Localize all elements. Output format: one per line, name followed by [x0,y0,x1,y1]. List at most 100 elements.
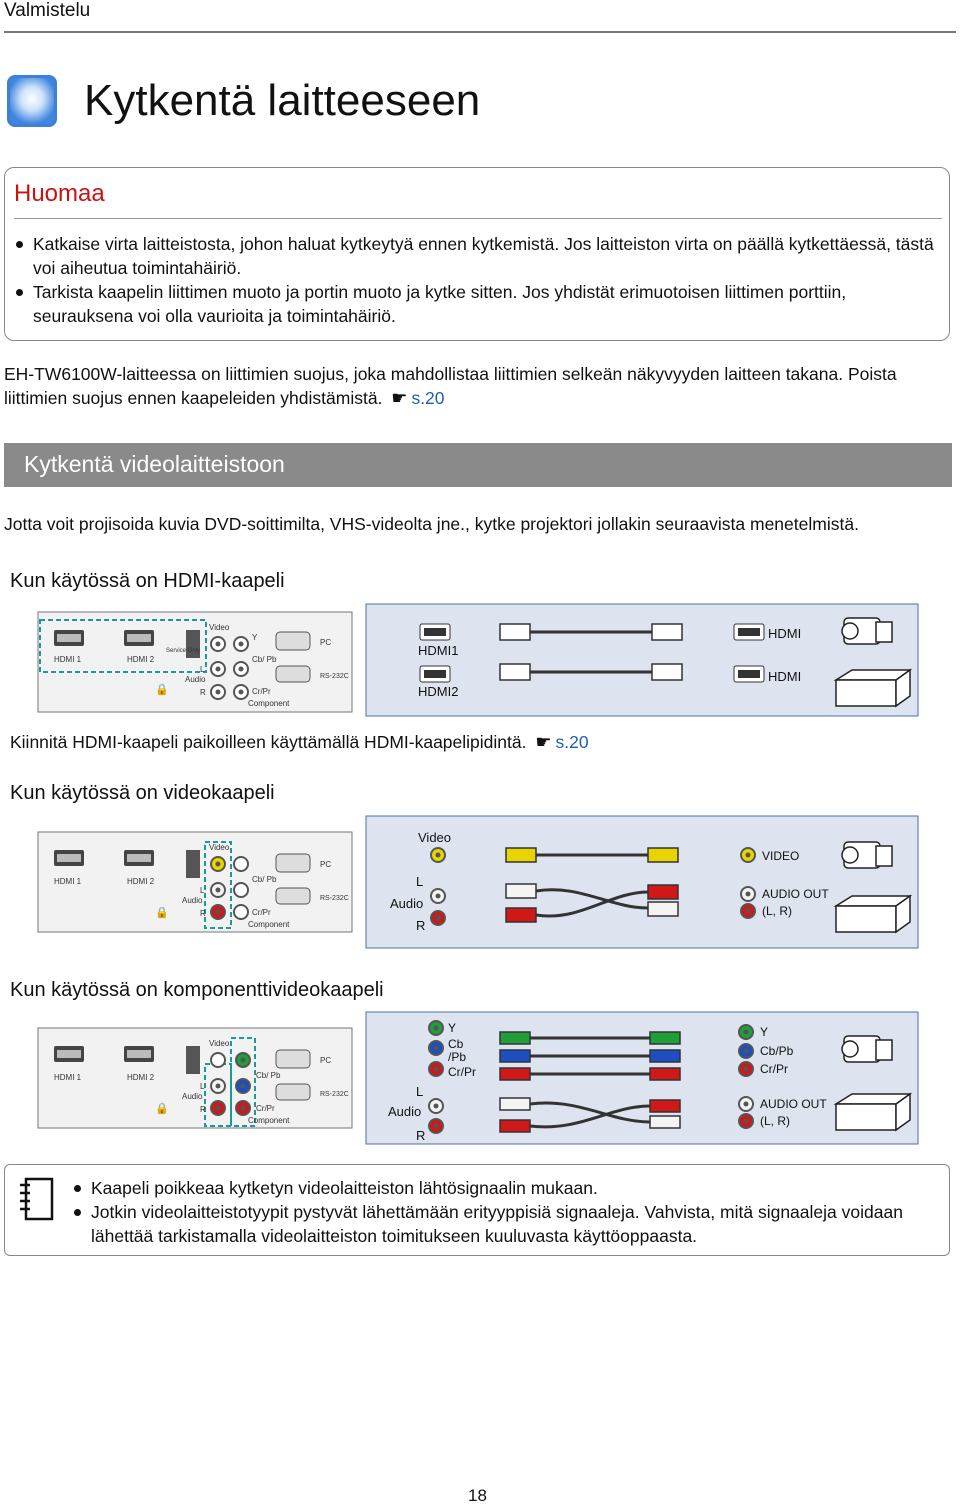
notebook-icon [20,1177,54,1221]
projector-panel: HDMI 1 HDMI 2 Service Only Video L Audio… [37,611,353,713]
video-ports-highlight [204,841,232,929]
page-title: Kytkentä laitteeseen [84,76,481,125]
header-section-title: Valmistelu [4,0,91,21]
tip-item: Jotkin videolaitteistotyypit pystyvät lä… [72,1200,942,1248]
svg-text:L: L [200,665,205,674]
note-box [4,167,950,341]
panel-video-label: Video [209,623,230,632]
hdmi-heading: Kun käytössä on HDMI-kaapeli [10,570,285,592]
svg-text:Audio: Audio [182,896,203,905]
panel-hdmi2-label: HDMI 2 [127,655,155,664]
camcorder-icon [841,617,893,645]
lock-icon: 🔒 [155,906,169,919]
video-heading: Kun käytössä on videokaapeli [10,782,275,804]
svg-text:PC: PC [320,860,331,869]
svg-text:HDMI 2: HDMI 2 [127,1073,155,1082]
lock-icon: 🔒 [155,683,169,696]
svg-text:Video: Video [209,1039,230,1048]
svg-text:L: L [200,886,205,895]
camcorder-icon [841,841,893,869]
rs232c-port [275,665,311,683]
note-item: Katkaise virta laitteistosta, johon halu… [14,232,944,280]
svg-text:RS-232C: RS-232C [320,895,349,902]
pointing-hand-icon: ☛ [391,388,408,408]
svg-text:Cr/Pr: Cr/Pr [252,687,271,696]
svg-text:R: R [416,1128,425,1143]
section-header-bar [4,443,952,487]
svg-text:Cr/Pr: Cr/Pr [252,908,271,917]
svg-text:PC: PC [320,1056,331,1065]
hdmi-ports-highlight [39,619,207,673]
svg-text:L: L [416,874,423,889]
svg-text:Component: Component [248,1116,290,1125]
hdmi-caption-link[interactable]: s.20 [555,732,589,752]
intro-paragraph: EH-TW6100W-laitteessa on liittimien suoj… [4,362,954,410]
svg-text:Y: Y [252,633,258,642]
svg-text:Component: Component [248,920,290,929]
video-player-icon [833,894,913,934]
intro-link[interactable]: s.20 [411,388,445,408]
video-player-icon [833,668,913,708]
video-player-icon [833,1092,913,1132]
svg-text:RS-232C: RS-232C [320,673,349,680]
note-title: Huomaa [14,180,105,207]
svg-text:Cb: Cb [448,1037,464,1051]
svg-text:AUDIO OUT: AUDIO OUT [762,887,829,901]
svg-text:Y: Y [448,1021,456,1035]
hdmi-cables [499,623,683,681]
svg-text:Video: Video [418,830,451,845]
svg-text:Audio: Audio [390,896,423,911]
page-number: 18 [468,1486,487,1505]
svg-text:R: R [200,909,206,918]
svg-text:RS-232C: RS-232C [320,1091,349,1098]
header-divider [4,31,956,33]
usb-port [186,630,200,658]
svg-text:Cr/Pr: Cr/Pr [448,1065,476,1079]
svg-text:Y: Y [760,1025,768,1039]
svg-text:Cb/ Pb: Cb/ Pb [256,1071,281,1080]
panel-service-label: Service Only [166,648,200,654]
svg-text:HDMI 1: HDMI 1 [54,877,82,886]
svg-text:Component: Component [248,699,290,708]
svg-text:Cr/Pr: Cr/Pr [760,1062,788,1076]
tip-item: Kaapeli poikkeaa kytketyn videolaitteist… [72,1176,942,1200]
projector-panel: HDMI 1 HDMI 2 Video L Audio R Cb/ Pb Cr/… [37,831,353,933]
svg-text:Cb/ Pb: Cb/ Pb [252,655,277,664]
pointing-hand-icon: ☛ [535,732,552,752]
video-connection-diagram: HDMI 1 HDMI 2 Video L Audio R Cb/ Pb Cr/… [37,815,919,949]
svg-text:HDMI 1: HDMI 1 [54,1073,82,1082]
svg-text:Video: Video [209,843,230,852]
hdmi2-label: HDMI2 [418,684,458,699]
title-bullet-icon [7,75,57,127]
svg-text:(L, R): (L, R) [762,904,792,918]
lock-icon: 🔒 [155,1102,169,1115]
note-divider [14,218,942,219]
svg-text:Audio: Audio [182,1092,203,1101]
svg-text:L: L [416,1084,423,1099]
section-title: Kytkentä videolaitteistoon [24,451,285,477]
device-hdmi-label: HDMI [768,626,801,641]
svg-text:R: R [200,688,206,697]
svg-text:Audio: Audio [388,1104,421,1119]
cable-area [365,815,919,949]
tip-list: Kaapeli poikkeaa kytketyn videolaitteist… [72,1176,942,1248]
component-ports-highlight [230,1037,256,1127]
rca-cables [499,1031,681,1133]
svg-text:Cr/Pr: Cr/Pr [256,1104,275,1113]
hdmi-connection-diagram: HDMI 1 HDMI 2 Service Only Video L Audio… [37,603,919,717]
svg-text:L: L [200,1082,205,1091]
tip-box [4,1164,950,1256]
device-hdmi-label: HDMI [768,669,801,684]
svg-text:R: R [416,918,425,933]
camcorder-icon [841,1035,893,1063]
panel-hdmi1-label: HDMI 1 [54,655,82,664]
svg-text:R: R [200,1105,206,1114]
pc-port [275,631,311,651]
svg-text:Cb/Pb: Cb/Pb [760,1044,794,1058]
component-connection-diagram: HDMI 1 HDMI 2 Video L Audio R Cb/ Pb Cr/… [37,1011,919,1145]
note-list: Katkaise virta laitteistosta, johon halu… [14,232,944,328]
component-heading: Kun käytössä on komponenttivideokaapeli [10,979,384,1001]
svg-text:Audio: Audio [185,675,206,684]
intro-text: EH-TW6100W-laitteessa on liittimien suoj… [4,364,897,408]
svg-text:(L, R): (L, R) [760,1114,790,1128]
